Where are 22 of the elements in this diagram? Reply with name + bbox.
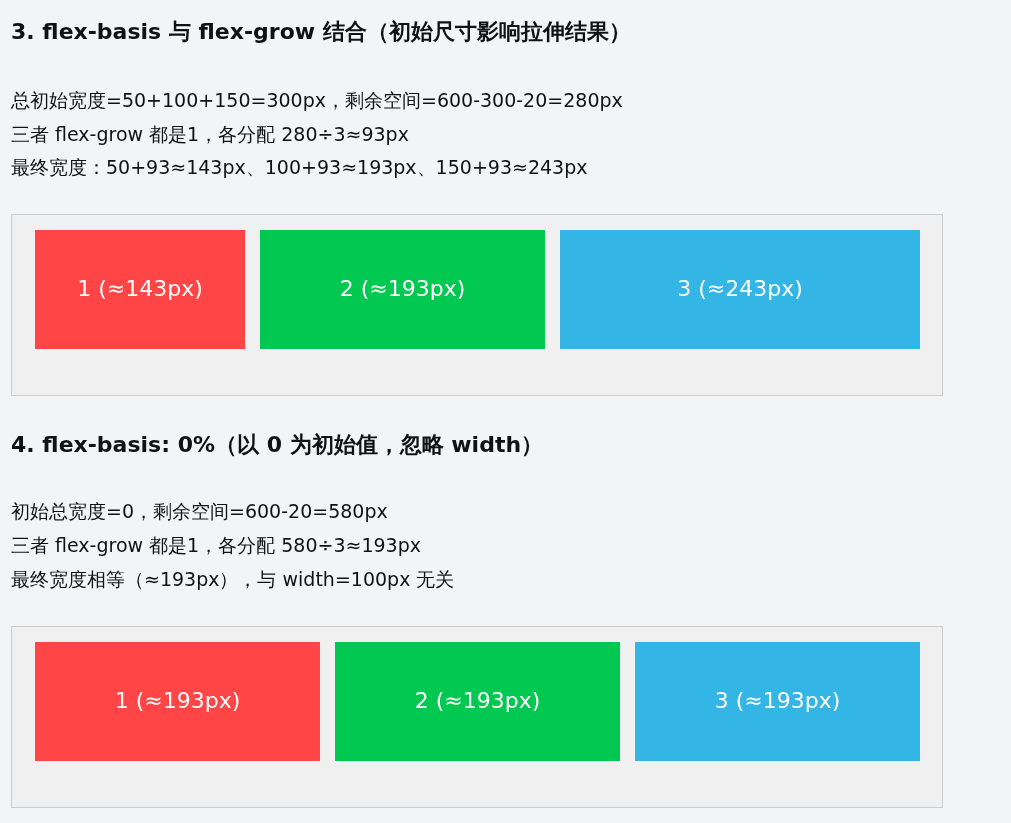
flex-item — [335, 642, 620, 761]
flex-item — [635, 642, 920, 761]
flex-item — [35, 230, 245, 349]
flex-container — [11, 626, 943, 808]
body-text: 总初始宽度=50+100+150=300px，剩余空间=600-300-20=280px — [11, 89, 623, 112]
body-text: 初始总宽度=0，剩余空间=600-20=580px — [11, 500, 388, 523]
item-label: 3 (≈193px) — [714, 688, 841, 715]
item-label: 3 (≈243px) — [677, 276, 803, 303]
section-heading: 3. flex-basis 与 flex-grow 结合（初始尺寸影响拉伸结果） — [11, 19, 631, 46]
body-text: 三者 flex-grow 都是1，各分配 280÷3≈93px — [11, 123, 409, 146]
item-label: 2 (≈193px) — [414, 688, 541, 715]
item-label: 2 (≈193px) — [339, 276, 466, 303]
item-label: 1 (≈143px) — [77, 276, 203, 303]
flex-item — [35, 642, 320, 761]
body-text: 最终宽度：50+93≈143px、100+93≈193px、150+93≈243px — [11, 156, 588, 179]
section-heading: 4. flex-basis: 0%（以 0 为初始值，忽略 width） — [11, 432, 544, 459]
flex-item — [260, 230, 545, 349]
item-label: 1 (≈193px) — [114, 688, 241, 715]
body-text: 三者 flex-grow 都是1，各分配 580÷3≈193px — [11, 534, 421, 557]
flex-item — [560, 230, 920, 349]
body-text: 最终宽度相等（≈193px），与 width=100px 无关 — [11, 568, 455, 591]
flex-container — [11, 214, 943, 396]
